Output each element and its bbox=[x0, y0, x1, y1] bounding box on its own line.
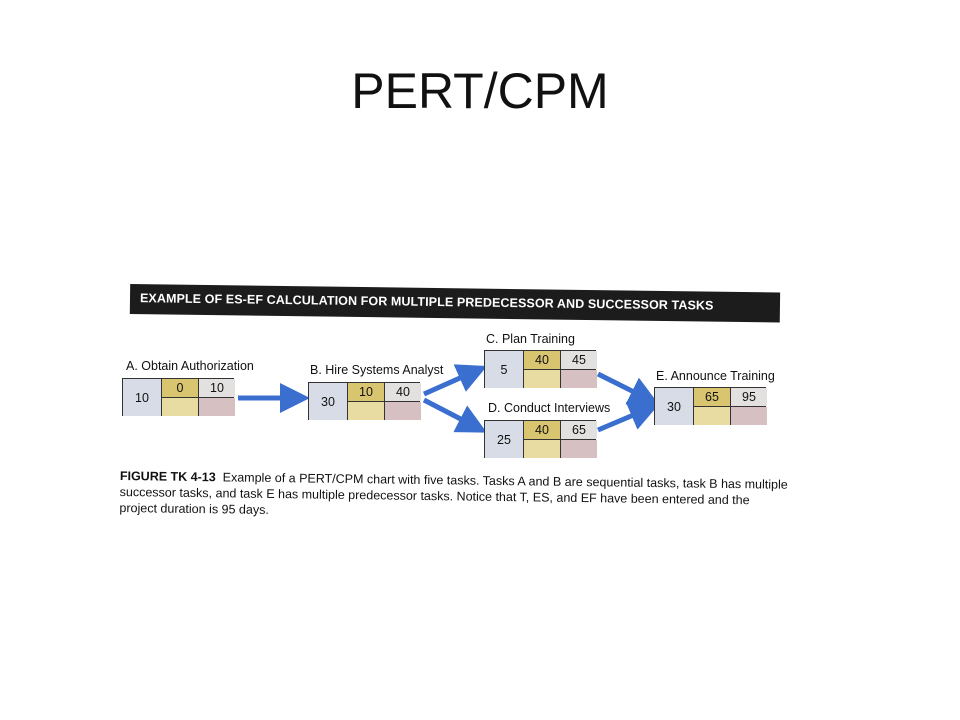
task-a-es: 0 bbox=[162, 379, 198, 397]
task-d-ls bbox=[524, 440, 560, 458]
slide-title: PERT/CPM bbox=[351, 63, 609, 119]
task-d-label: D. Conduct Interviews bbox=[488, 401, 611, 415]
task-a-box: 10 0 10 bbox=[122, 378, 235, 416]
task-a-duration: 10 bbox=[123, 379, 161, 416]
task-c-lf bbox=[561, 370, 597, 388]
task-e-ls bbox=[694, 407, 730, 425]
figure-caption: FIGURE TK 4-13 Example of a PERT/CPM cha… bbox=[119, 468, 790, 525]
task-c-es: 40 bbox=[524, 351, 560, 369]
task-d-lf bbox=[561, 440, 597, 458]
task-e-lf bbox=[731, 407, 767, 425]
task-a-ls bbox=[162, 398, 198, 416]
task-a-lf bbox=[199, 398, 235, 416]
task-b-ls bbox=[348, 402, 384, 420]
task-c-label: C. Plan Training bbox=[486, 332, 575, 346]
pert-figure: EXAMPLE OF ES-EF CALCULATION FOR MULTIPL… bbox=[119, 270, 840, 530]
task-e-box: 30 65 95 bbox=[654, 387, 767, 425]
task-a-ef: 10 bbox=[199, 379, 235, 397]
arrow-b-d bbox=[422, 397, 487, 433]
task-b-ef: 40 bbox=[385, 383, 421, 401]
task-c-duration: 5 bbox=[485, 351, 523, 388]
arrow-c-e bbox=[596, 371, 659, 405]
task-d-box: 25 40 65 bbox=[484, 420, 597, 458]
task-d-es: 40 bbox=[524, 421, 560, 439]
task-b-label: B. Hire Systems Analyst bbox=[310, 363, 444, 377]
caption-label: FIGURE TK 4-13 bbox=[119, 468, 216, 485]
task-e-duration: 30 bbox=[655, 388, 693, 425]
arrow-b-c bbox=[422, 364, 488, 397]
task-b-duration: 30 bbox=[309, 383, 347, 420]
task-d-ef: 65 bbox=[561, 421, 597, 439]
task-e-es: 65 bbox=[694, 388, 730, 406]
task-c-ls bbox=[524, 370, 560, 388]
task-a-label: A. Obtain Authorization bbox=[126, 359, 254, 373]
caption-text: Example of a PERT/CPM chart with five ta… bbox=[119, 470, 788, 517]
task-e-ef: 95 bbox=[731, 388, 767, 406]
task-e-label: E. Announce Training bbox=[656, 369, 775, 383]
task-c-ef: 45 bbox=[561, 351, 597, 369]
task-c-box: 5 40 45 bbox=[484, 350, 597, 388]
arrow-d-e bbox=[597, 401, 660, 433]
task-d-duration: 25 bbox=[485, 421, 523, 458]
dependency-arrows bbox=[238, 364, 660, 433]
task-b-lf bbox=[385, 402, 421, 420]
task-b-box: 30 10 40 bbox=[308, 382, 421, 420]
task-b-es: 10 bbox=[348, 383, 384, 401]
